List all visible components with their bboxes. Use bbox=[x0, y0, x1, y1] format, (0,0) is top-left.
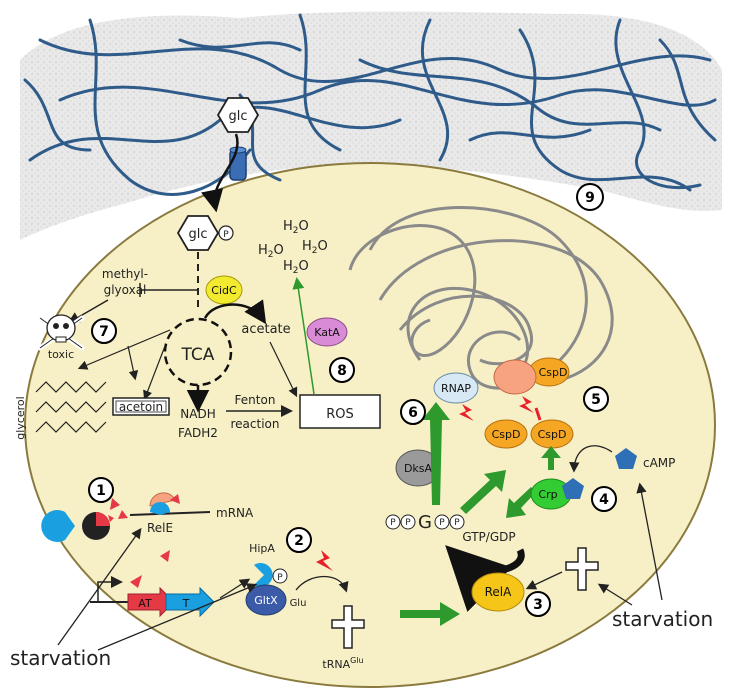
gtp-gdp-label: GTP/GDP bbox=[462, 530, 515, 544]
ros-box bbox=[299, 394, 381, 429]
cspd-protein-1 bbox=[484, 419, 528, 449]
starvation-left-label: starvation bbox=[10, 646, 111, 670]
toxic-label: toxic bbox=[48, 348, 74, 361]
trna-icon-right bbox=[565, 547, 599, 591]
camp-label: cAMP bbox=[643, 456, 675, 470]
rnap-label: RNAP bbox=[441, 382, 471, 395]
rnap-protein bbox=[433, 372, 479, 404]
step-6-label: 6 bbox=[408, 405, 418, 421]
cspd-bound-label: CspD bbox=[539, 366, 568, 379]
step-markers: 2 3 4 5 6 7 8 9 bbox=[91, 183, 617, 617]
ros-detox-arrow bbox=[292, 277, 315, 395]
inhibition-bolt-hipa bbox=[316, 550, 333, 571]
svg-text:H2O: H2O bbox=[258, 243, 284, 260]
svg-text:P: P bbox=[390, 518, 396, 528]
cspd-label-1: CspD bbox=[492, 428, 521, 441]
phosphate-label: P bbox=[223, 230, 229, 240]
methylglyoxal-label-1: methyl- bbox=[102, 267, 148, 281]
nadh-label: NADH bbox=[180, 407, 215, 421]
glucose-transporter bbox=[229, 149, 247, 181]
acetate-label: acetate bbox=[241, 322, 290, 337]
glycerol-chains bbox=[35, 381, 107, 433]
step-3-label: 3 bbox=[533, 597, 543, 613]
t-label: T bbox=[182, 597, 190, 610]
step-1-circle bbox=[88, 477, 114, 503]
svg-text:H2O: H2O bbox=[302, 239, 328, 256]
kata-protein bbox=[306, 317, 348, 347]
acetate-arrow bbox=[203, 299, 267, 325]
trna-glu-label: tRNAGlu bbox=[322, 656, 363, 671]
ppgpp-molecule: P P G P P bbox=[385, 512, 465, 533]
green-arrows bbox=[400, 402, 561, 626]
inhibition-bolt-rnap bbox=[459, 404, 474, 421]
svg-text:H2O: H2O bbox=[283, 259, 309, 276]
matrix-fibers bbox=[23, 13, 717, 196]
mrna-label: mRNA bbox=[216, 506, 254, 520]
step-5-label: 5 bbox=[591, 392, 601, 408]
glucose-label: glc bbox=[228, 109, 247, 124]
tca-cycle bbox=[163, 317, 233, 387]
fenton-label-1: Fenton bbox=[235, 393, 276, 407]
svg-text:P: P bbox=[439, 518, 445, 528]
water-molecules: H2O H2O H2O H2O bbox=[258, 219, 328, 276]
kata-label: KatA bbox=[314, 326, 340, 339]
step-9-label: 9 bbox=[585, 190, 595, 206]
rela-label: RelA bbox=[485, 585, 513, 599]
acetoin-label: acetoin bbox=[119, 400, 163, 414]
fenton-label-2: reaction bbox=[231, 417, 280, 431]
step-8-label: 8 bbox=[337, 363, 347, 379]
tca-label: TCA bbox=[181, 345, 215, 365]
rela-protein bbox=[471, 572, 525, 612]
mrna-strand bbox=[129, 511, 211, 516]
cspd-label-2: CspD bbox=[538, 428, 567, 441]
step-7-label: 7 bbox=[99, 324, 109, 340]
step-1-label: 1 bbox=[96, 483, 106, 499]
camp-pentagon bbox=[615, 448, 637, 469]
cidc-protein bbox=[205, 275, 243, 305]
glycerol-label: glycerol bbox=[14, 396, 27, 439]
biofilm-matrix bbox=[20, 11, 722, 240]
glu-label: Glu bbox=[290, 598, 307, 609]
starvation-right-label: starvation bbox=[612, 607, 713, 631]
hipa-label: HipA bbox=[249, 542, 275, 555]
step-2-label: 2 bbox=[294, 533, 304, 549]
trna-glu-icon bbox=[331, 605, 365, 649]
gltx-label: GltX bbox=[254, 594, 278, 607]
crp-label: Crp bbox=[538, 488, 557, 501]
rnap-large-subunit bbox=[493, 359, 537, 395]
skull-icon bbox=[37, 314, 85, 351]
at-label: AT bbox=[138, 597, 152, 610]
svg-text:P: P bbox=[405, 518, 411, 528]
cidc-label: CidC bbox=[211, 284, 237, 297]
toxin-antitoxin-complex bbox=[41, 498, 128, 542]
methylglyoxal-label-2: glyoxal bbox=[104, 283, 147, 297]
svg-text:P: P bbox=[454, 518, 460, 528]
rela-cycle-arrow bbox=[445, 545, 525, 612]
toxin-gene bbox=[165, 586, 215, 618]
glucose-phosphate-hexagon bbox=[176, 215, 220, 251]
step-4-label: 4 bbox=[599, 492, 609, 508]
rele-label: RelE bbox=[147, 521, 173, 535]
glucose-import-arrow bbox=[201, 133, 239, 213]
camp-bound-pentagon bbox=[562, 478, 584, 499]
svg-text:P: P bbox=[277, 573, 283, 583]
dksa-label: DksA bbox=[404, 462, 433, 475]
nucleoid-dna bbox=[348, 206, 614, 390]
svg-text:G: G bbox=[418, 512, 432, 533]
glucose-hexagon bbox=[216, 97, 260, 133]
inhibition-bolt-dna bbox=[519, 396, 534, 413]
glucose-phosphate-label: glc bbox=[188, 227, 207, 242]
svg-text:H2O: H2O bbox=[283, 219, 309, 236]
fadh2-label: FADH2 bbox=[178, 426, 218, 440]
ros-label: ROS bbox=[326, 407, 354, 422]
acetoin-box bbox=[112, 397, 170, 416]
